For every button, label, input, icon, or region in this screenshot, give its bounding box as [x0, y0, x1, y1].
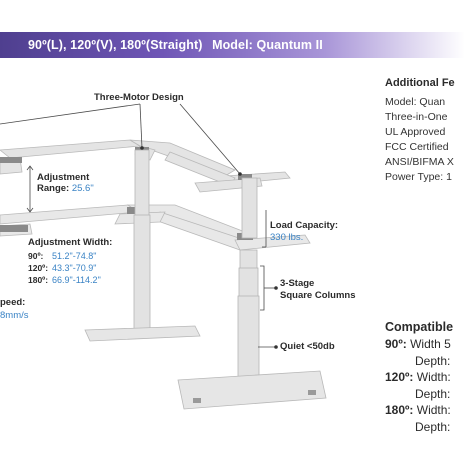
feature-item: Model: Quan	[385, 96, 446, 108]
quiet-label: Quiet <50db	[280, 341, 335, 352]
compatible-depth-90: Depth:	[415, 353, 451, 368]
adjustment-width-list: 90º:51.2"-74.8" 120º:43.3"-70.9" 180º:66…	[28, 250, 101, 286]
adjustment-width-label: Adjustment Width:	[28, 237, 113, 248]
compatible-row-180: 180º: Width:	[385, 403, 451, 417]
compatible-list: 90º: Width 5 Depth: 120º: Width: Depth: …	[385, 336, 451, 435]
adjustment-range-label-1: Adjustment	[37, 172, 90, 183]
feet	[84, 325, 327, 410]
banner-angles: 90º(L), 120º(V), 180º(Straight)	[28, 38, 203, 52]
three-motor-label: Three-Motor Design	[94, 92, 184, 103]
width-row-120: 120º:43.3"-70.9"	[28, 263, 97, 273]
column-right	[237, 177, 260, 381]
adjustment-range-label-2: Range:	[37, 183, 70, 194]
compatible-row-120: 120º: Width:	[385, 370, 451, 384]
compatible-depth-120: Depth:	[415, 386, 451, 401]
callout-lines	[0, 103, 276, 348]
speed-value: 8mm/s	[0, 310, 29, 321]
additional-features-title: Additional Fe	[385, 77, 455, 89]
compatible-title: Compatible	[385, 320, 454, 334]
compatible-row-90: 90º: Width 5	[385, 337, 451, 351]
stage-label-2: Square Columns	[280, 290, 356, 301]
load-capacity-value: 330 lbs.	[270, 232, 304, 243]
banner-model: Model: Quantum II	[212, 38, 323, 52]
banner-title: 90º(L), 120º(V), 180º(Straight) Model: Q…	[28, 38, 323, 52]
load-capacity-label: Load Capacity:	[270, 220, 339, 231]
additional-features-list: Model: Quan Three-in-One UL Approved FCC…	[385, 95, 454, 185]
callout-dots	[140, 146, 278, 349]
width-row-90: 90º:51.2"-74.8"	[28, 251, 97, 261]
feature-item: Three-in-One	[385, 111, 448, 123]
feature-item: FCC Certified	[385, 141, 449, 153]
feature-item: UL Approved	[385, 126, 446, 138]
feature-item: Power Type: 1	[385, 171, 452, 183]
feature-item: ANSI/BIFMA X	[385, 156, 454, 168]
speed-label: peed:	[0, 297, 26, 308]
width-row-180: 180º:66.9"-114.2"	[28, 275, 101, 285]
stage-label-1: 3-Stage	[280, 278, 315, 289]
title-banner: 90º(L), 120º(V), 180º(Straight) Model: Q…	[0, 32, 465, 58]
compatible-depth-180: Depth:	[415, 419, 451, 434]
adjustment-range: Range: 25.6"	[37, 183, 94, 194]
adjustment-range-value: 25.6"	[71, 183, 94, 194]
column-left	[133, 149, 151, 334]
